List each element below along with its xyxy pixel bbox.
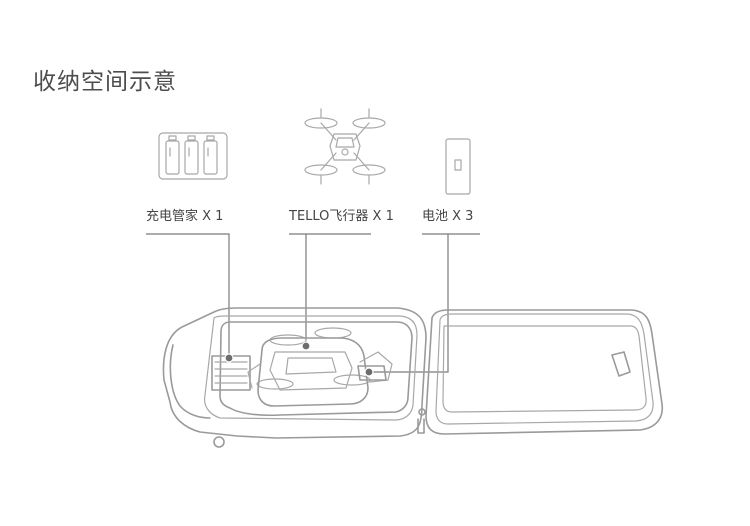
charger-label: 充电管家 X 1	[146, 209, 224, 224]
battery-leader-line	[369, 233, 480, 373]
battery-label: 电池 X 3	[422, 209, 474, 224]
battery-marker	[364, 367, 374, 377]
charger-leader-line	[146, 233, 230, 358]
charger-marker	[224, 353, 234, 363]
battery-charging-hub-icon	[158, 132, 228, 180]
drone-icon	[304, 108, 386, 185]
carrying-case	[162, 307, 664, 448]
page-title: 收纳空间示意	[33, 69, 177, 95]
drone-marker	[301, 341, 311, 351]
drone-leader-line	[289, 233, 371, 346]
leader-lines	[146, 233, 480, 373]
drone-label: TELLO飞行器 X 1	[289, 209, 394, 224]
battery-icon	[445, 138, 471, 195]
